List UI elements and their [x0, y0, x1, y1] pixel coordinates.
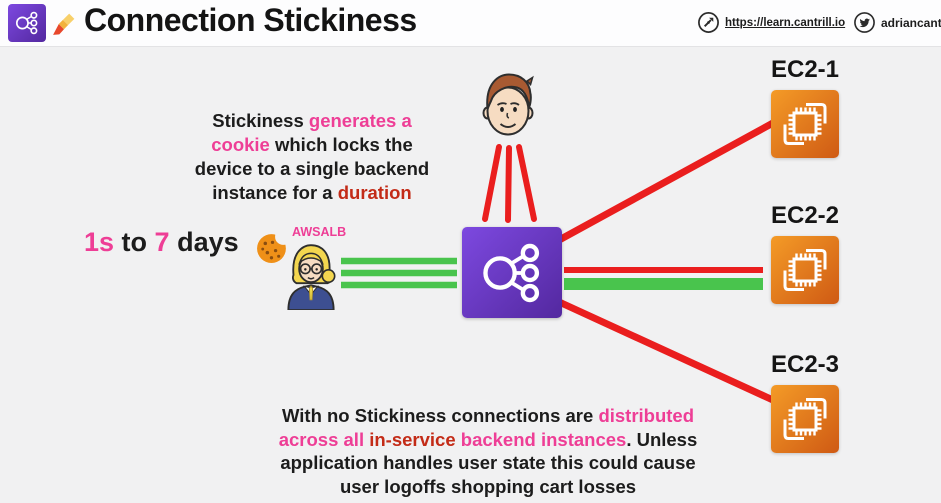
alb-load-balancer-icon: [462, 227, 562, 318]
site-link[interactable]: https://learn.cantrill.io: [697, 11, 845, 34]
no-stickiness-description: With no Stickiness connections are distr…: [278, 405, 698, 497]
page-title: Connection Stickiness: [84, 2, 417, 38]
twitter-handle[interactable]: adriancantri: [881, 15, 941, 30]
header-bar: Connection Stickiness https://learn.cant…: [0, 0, 941, 47]
ec2-instance-icon: [771, 385, 839, 453]
connection-alb-to-ec2-3: [553, 297, 779, 405]
paintbrush-icon: [53, 13, 75, 35]
ec2-instance-icon: [771, 236, 839, 304]
ec2-3-group: EC2-3: [770, 351, 840, 453]
ec2-2-group: EC2-2: [770, 202, 840, 304]
ec2-1-label: EC2-1: [770, 56, 840, 83]
connection-user-to-alb-2: [505, 145, 512, 223]
cookie-name-label: AWSALB: [292, 225, 347, 239]
cookie-icon: [257, 230, 290, 263]
connection-user-to-alb-3: [516, 144, 537, 222]
ec2-1-group: EC2-1: [770, 56, 840, 158]
duration-range: 1s to 7 days: [84, 227, 239, 257]
female-user-avatar: [287, 244, 336, 310]
compass-icon: [698, 12, 719, 33]
alb-icon: [8, 4, 46, 42]
twitter-icon: [854, 12, 875, 33]
twitter-link[interactable]: adriancantri: [853, 11, 941, 34]
site-url[interactable]: https://learn.cantrill.io: [725, 16, 846, 29]
connection-user-to-alb-1: [482, 144, 502, 222]
ec2-3-label: EC2-3: [770, 351, 840, 378]
male-user-avatar: [482, 73, 534, 136]
ec2-instance-icon: [771, 90, 839, 158]
ec2-2-label: EC2-2: [770, 202, 840, 229]
connection-alb-to-ec2-1: [557, 119, 777, 243]
